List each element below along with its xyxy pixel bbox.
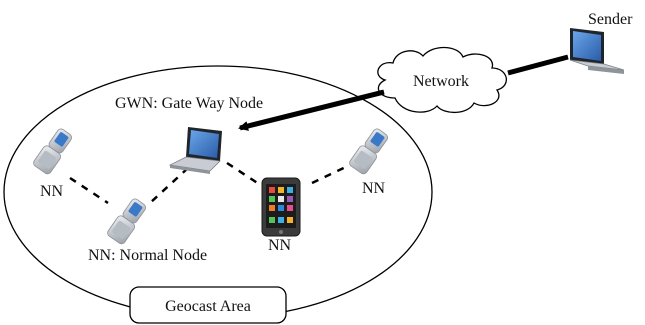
gwn-label: GWN: Gate Way Node [115, 95, 263, 112]
gateway-laptop-icon [168, 127, 222, 174]
phone-bottom-icon [107, 198, 147, 245]
smartphone-icon [261, 177, 301, 237]
network-cloud [377, 46, 507, 114]
geocast-area-label-box [129, 286, 287, 324]
link-nnleft-phone [69, 176, 109, 205]
nn-normal-node-label: NN: Normal Node [88, 247, 207, 264]
phone-left-icon [33, 128, 73, 175]
link-tablet-nnright [311, 163, 351, 185]
sender-laptop-icon [569, 28, 625, 74]
nn-left-label: NN [40, 183, 64, 200]
nn-tablet-label: NN [268, 237, 292, 254]
phone-right-icon [349, 128, 389, 175]
network-label: Network [413, 73, 469, 90]
link-gwn-phone-bottom [149, 167, 189, 204]
link-gwn-tablet [226, 161, 263, 188]
arrow-network-gateway [238, 89, 385, 131]
sender-label: Sender [588, 11, 633, 28]
geocast-area-label: Geocast Area [165, 298, 251, 315]
nn-right-label: NN [362, 180, 386, 197]
link-sender-network [507, 54, 569, 76]
